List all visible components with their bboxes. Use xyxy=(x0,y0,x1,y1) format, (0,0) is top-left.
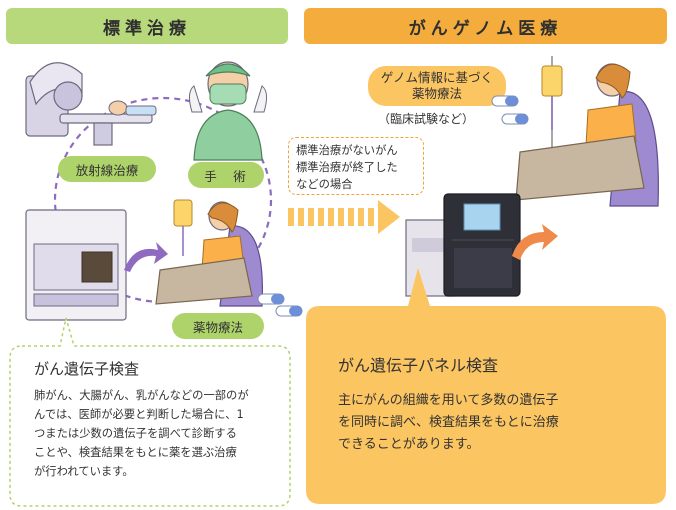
genome-drug-therapy-patient-illustration xyxy=(515,56,659,207)
genome-medicine-header: がんゲノム医療 xyxy=(304,8,667,44)
panel-test-title: がん遺伝子パネル検査 xyxy=(338,356,499,375)
progression-arrow-icon xyxy=(288,200,400,234)
capsule-icon xyxy=(491,95,529,125)
gene-test-device-illustration xyxy=(25,209,127,321)
genome-drug-therapy-label: ゲノム情報に基づく 薬物療法 xyxy=(368,66,506,106)
drug-therapy-label: 薬物療法 xyxy=(172,313,264,339)
panel-test-description: 主にがんの組織を用いて多数の遺伝子 を同時に調べ、検査結果をもとに治療 できるこ… xyxy=(338,393,559,452)
arrow-to-genome-treatment-icon xyxy=(512,224,558,260)
drug-therapy-patient-illustration xyxy=(155,199,263,307)
standard-treatment-header: 標準治療 xyxy=(6,8,288,44)
condition-text: 標準治療がないがん 標準治療が終了した などの場合 xyxy=(296,144,398,191)
gene-test-title: がん遺伝子検査 xyxy=(34,360,140,378)
surgery-label: 手 術 xyxy=(188,162,264,188)
condition-box xyxy=(288,137,424,195)
gene-test-description: 肺がん、大腸がん、乳がんなどの一部のが んでは、医師が必要と判断した場合に、1 … xyxy=(34,389,249,478)
capsule-icon xyxy=(257,293,303,317)
clinical-trial-note: （臨床試験など） xyxy=(378,112,475,126)
radiation-machine-illustration xyxy=(25,62,157,146)
radiation-therapy-label: 放射線治療 xyxy=(58,156,156,182)
surgeon-illustration xyxy=(188,61,268,161)
arrow-to-drug-therapy-icon xyxy=(124,242,168,272)
